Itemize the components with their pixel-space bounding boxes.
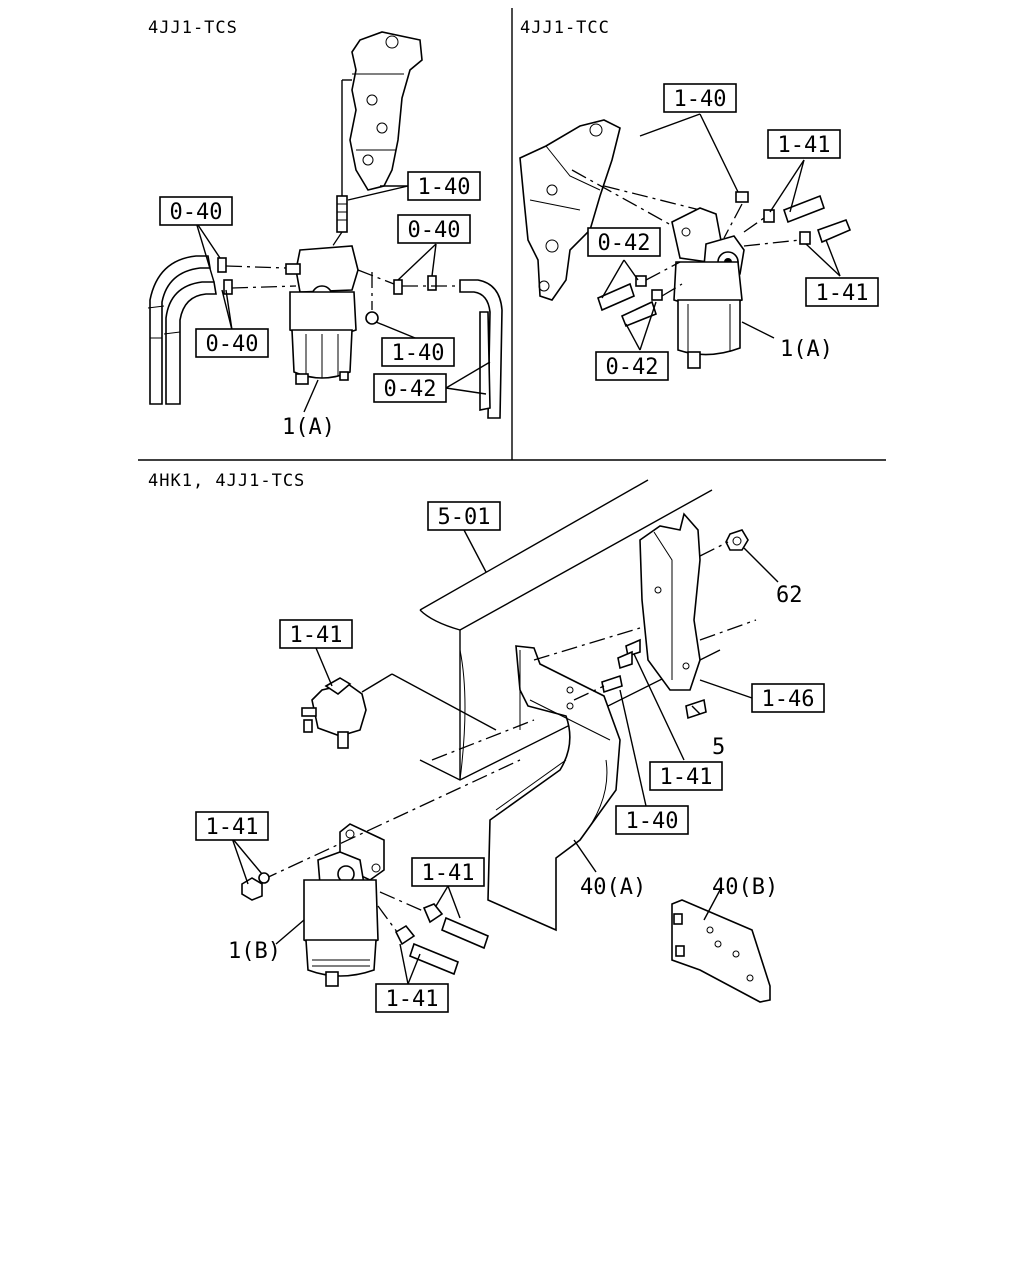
label-1b: 1(B) <box>228 939 281 964</box>
callout-1-41-hose-lower: 1-41 <box>375 983 449 1013</box>
callout-0-40-tcs-left-upper: 0-40 <box>159 196 233 226</box>
label-1a-tcc: 1(A) <box>780 337 833 362</box>
svg-text:1-41: 1-41 <box>290 623 343 648</box>
bracket-40b <box>671 899 771 1003</box>
svg-text:0-42: 0-42 <box>384 377 437 402</box>
pressure-regulator <box>301 677 367 749</box>
callout-0-42-tcs: 0-42 <box>373 373 447 403</box>
callout-0-42-tcc-lower: 0-42 <box>595 351 669 381</box>
callout-1-41-bolt: 1-41 <box>649 761 723 791</box>
callout-1-41-hose-upper: 1-41 <box>411 857 485 887</box>
callout-1-40-bolt: 1-40 <box>615 805 689 835</box>
section-title-top-right: 4JJ1-TCC <box>520 18 610 38</box>
callout-1-46: 1-46 <box>751 683 825 713</box>
tcs-hoses <box>147 255 503 419</box>
label-40a: 40(A) <box>580 875 646 900</box>
fuel-filter-1b <box>303 823 385 987</box>
svg-text:0-42: 0-42 <box>606 355 659 380</box>
callout-1-41-tcc-upper: 1-41 <box>767 129 841 159</box>
fuel-filter-1a-tcc <box>671 207 745 369</box>
label-62: 62 <box>776 583 803 608</box>
tcs-bracket <box>349 31 423 191</box>
section-title-top-left: 4JJ1-TCS <box>148 18 238 38</box>
callout-0-40-tcs-left-lower: 0-40 <box>195 328 269 358</box>
svg-text:0-40: 0-40 <box>206 332 259 357</box>
section-title-bottom: 4HK1, 4JJ1-TCS <box>148 471 305 491</box>
callout-0-40-tcs-right: 0-40 <box>397 214 471 244</box>
svg-text:1-41: 1-41 <box>660 765 713 790</box>
svg-text:1-40: 1-40 <box>418 175 471 200</box>
tcc-bracket <box>519 119 621 301</box>
callout-1-41-filter-left: 1-41 <box>195 811 269 841</box>
callout-1-40-tcs-washer: 1-40 <box>381 337 455 367</box>
callout-1-41-regulator: 1-41 <box>279 619 353 649</box>
bracket-40a <box>487 645 621 932</box>
svg-text:1-41: 1-41 <box>422 861 475 886</box>
label-40b: 40(B) <box>712 875 778 900</box>
callout-5-01: 5-01 <box>427 501 501 531</box>
frame-rail-5-01 <box>419 479 721 781</box>
svg-text:1-41: 1-41 <box>206 815 259 840</box>
svg-text:5-01: 5-01 <box>438 505 491 530</box>
svg-text:1-46: 1-46 <box>762 687 815 712</box>
label-1a-tcs: 1(A) <box>282 415 335 440</box>
svg-text:0-42: 0-42 <box>598 231 651 256</box>
label-5: 5 <box>712 735 725 760</box>
svg-text:1-41: 1-41 <box>778 133 831 158</box>
svg-text:1-41: 1-41 <box>386 987 439 1012</box>
svg-text:0-40: 0-40 <box>170 200 223 225</box>
svg-text:1-40: 1-40 <box>674 87 727 112</box>
svg-text:1-40: 1-40 <box>392 341 445 366</box>
callout-1-41-tcc-lower: 1-41 <box>805 277 879 307</box>
callout-1-40-tcc: 1-40 <box>663 83 737 113</box>
callout-0-42-tcc-upper: 0-42 <box>587 227 661 257</box>
svg-text:1-41: 1-41 <box>816 281 869 306</box>
svg-text:1-40: 1-40 <box>626 809 679 834</box>
svg-text:0-40: 0-40 <box>408 218 461 243</box>
bracket-1-46 <box>639 512 701 691</box>
callout-1-40-tcs-bracket: 1-40 <box>407 171 481 201</box>
